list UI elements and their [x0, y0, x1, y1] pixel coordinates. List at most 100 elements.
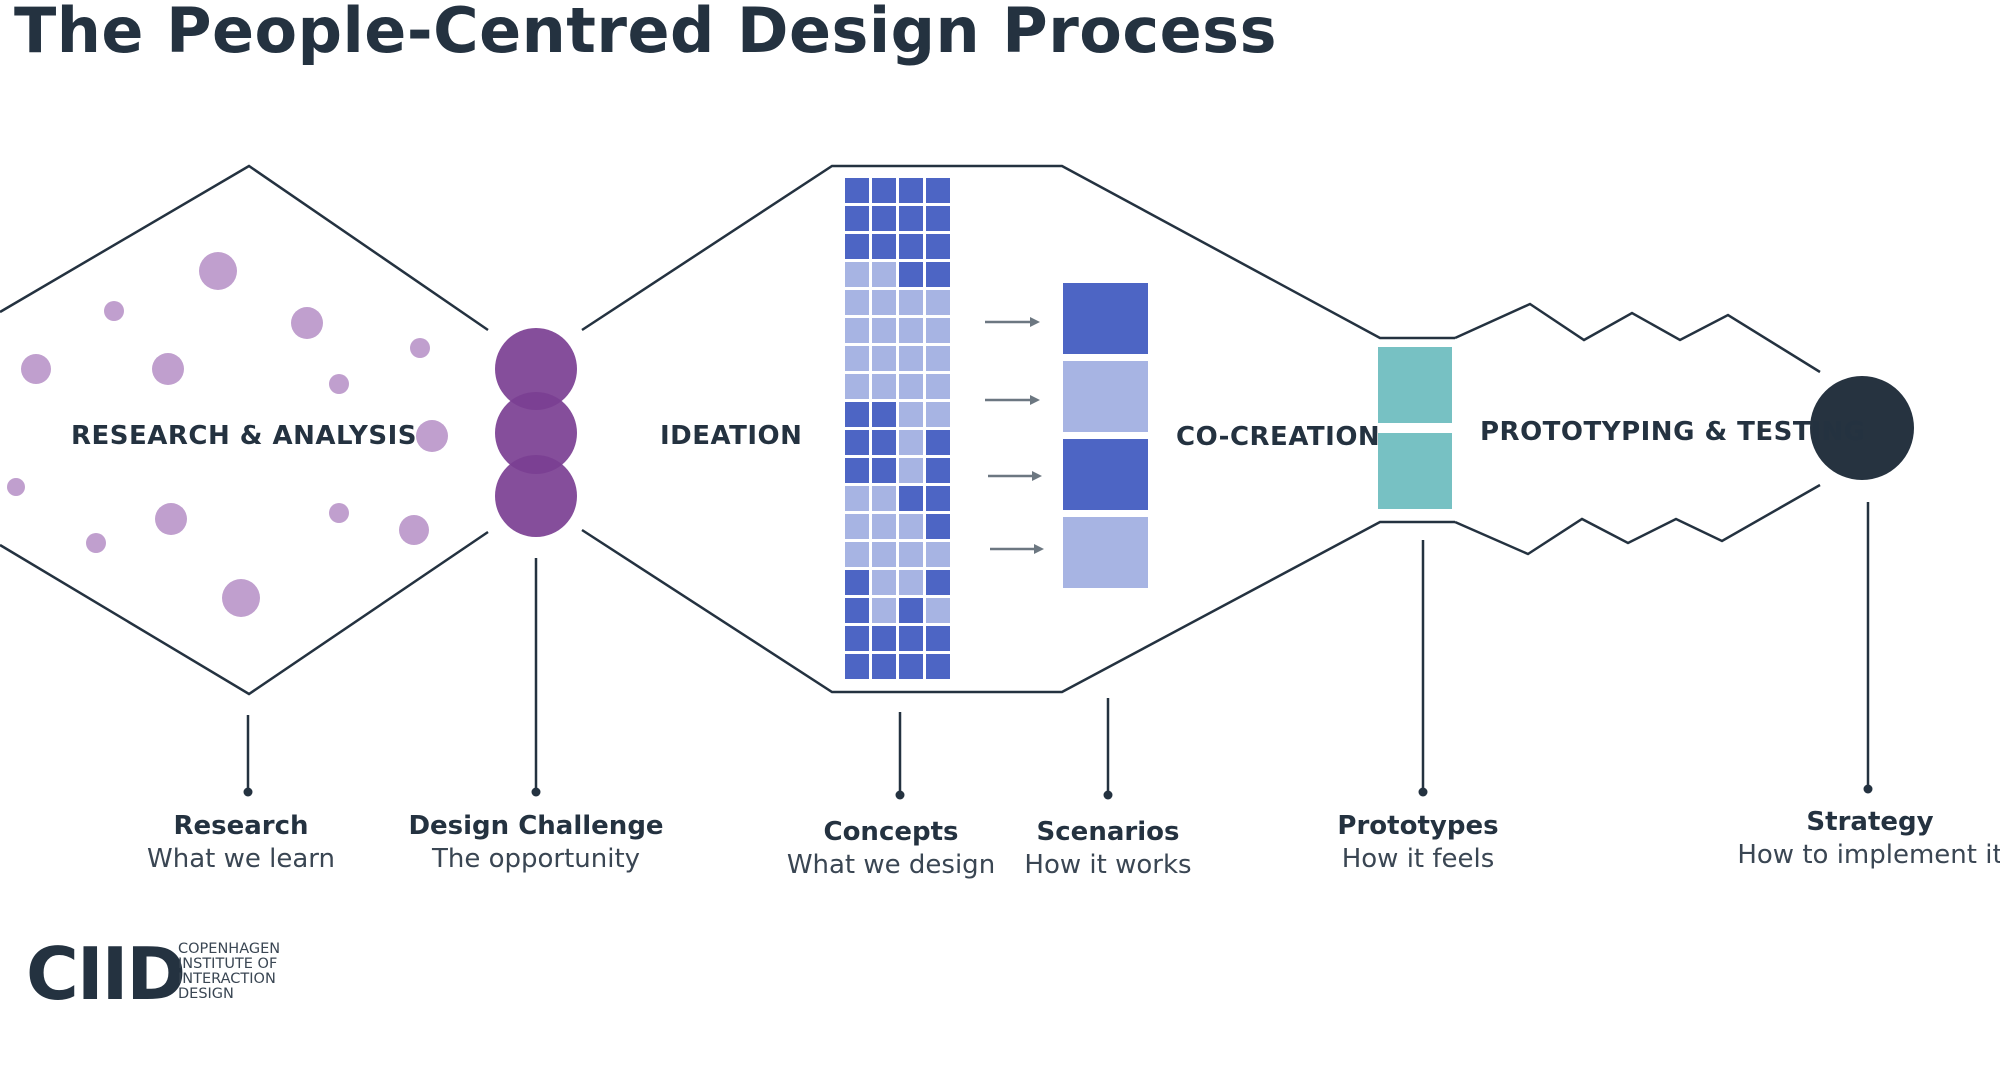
- connector-dot: [243, 787, 253, 797]
- concept-cell: [845, 542, 869, 567]
- concept-cell: [926, 318, 950, 343]
- concept-cell: [872, 430, 896, 455]
- concept-cell: [845, 402, 869, 427]
- concept-cell: [845, 598, 869, 623]
- challenge-circle-middle: [495, 392, 577, 474]
- connector-dot: [1863, 784, 1873, 794]
- design-challenge-circles: [495, 328, 577, 537]
- concept-cell: [899, 430, 923, 455]
- concept-cell: [926, 430, 950, 455]
- research-dot: [7, 478, 25, 496]
- arrow-icon: [985, 395, 1040, 405]
- concept-cell: [926, 206, 950, 231]
- concept-cell: [899, 514, 923, 539]
- research-diamond-outline-lower: [0, 530, 489, 696]
- concept-cell: [926, 626, 950, 651]
- ideation-outline-upper: [581, 164, 1455, 340]
- arrow-icon: [990, 544, 1044, 554]
- concept-cell: [899, 486, 923, 511]
- concept-cell: [872, 290, 896, 315]
- concept-cell: [926, 262, 950, 287]
- concept-cell: [899, 570, 923, 595]
- concept-cell: [872, 234, 896, 259]
- phase-label-cocreation: CO-CREATION: [1176, 422, 1380, 452]
- concept-cell: [899, 458, 923, 483]
- scenario-square-1: [1063, 283, 1148, 354]
- connector-dot: [531, 787, 541, 797]
- concept-cell: [899, 346, 923, 371]
- concept-cell: [845, 570, 869, 595]
- output-subtitle-strategy: How to implement it: [1737, 840, 2000, 870]
- concept-cell: [899, 374, 923, 399]
- research-dot: [410, 338, 430, 358]
- concept-cell: [926, 570, 950, 595]
- research-dots: [7, 252, 448, 617]
- concept-cell: [845, 486, 869, 511]
- research-dot: [399, 515, 429, 545]
- research-dot: [104, 301, 124, 321]
- ciid-logo: CIID COPENHAGEN INSTITUTE OF INTERACTION…: [26, 932, 280, 1016]
- concept-cell: [845, 178, 869, 203]
- concept-cell: [899, 654, 923, 679]
- concept-cell: [899, 178, 923, 203]
- output-subtitle-prototypes: How it feels: [1342, 844, 1495, 874]
- concept-cell: [899, 542, 923, 567]
- research-dot: [199, 252, 237, 290]
- concept-cell: [926, 598, 950, 623]
- connector-dot: [1418, 787, 1428, 797]
- scenario-square-4: [1063, 517, 1148, 588]
- output-title-design-challenge: Design Challenge: [408, 811, 663, 841]
- scenario-square-3: [1063, 439, 1148, 510]
- page-title: The People-Centred Design Process: [14, 0, 1277, 67]
- concept-cell: [872, 458, 896, 483]
- concept-cell: [926, 374, 950, 399]
- research-dot: [155, 503, 187, 535]
- phase-label-prototyping: PROTOTYPING & TESTING: [1480, 417, 1865, 447]
- concept-cell: [872, 402, 896, 427]
- logo-line-3: INTERACTION: [178, 971, 276, 987]
- concept-cell: [926, 542, 950, 567]
- research-dot: [329, 503, 349, 523]
- output-subtitle-design-challenge: The opportunity: [431, 844, 640, 874]
- logo-line-2: INSTITUTE OF: [178, 956, 277, 972]
- concept-cell: [845, 234, 869, 259]
- phase-label-ideation: IDEATION: [660, 421, 802, 451]
- concept-cell: [845, 318, 869, 343]
- output-title-prototypes: Prototypes: [1337, 811, 1498, 841]
- concept-cell: [899, 234, 923, 259]
- arrow-icon: [988, 471, 1042, 481]
- research-dot: [329, 374, 349, 394]
- connector-dot: [895, 790, 905, 800]
- concept-cell: [845, 262, 869, 287]
- concept-cell: [845, 626, 869, 651]
- concept-cell: [872, 178, 896, 203]
- strategy-circle: [1810, 376, 1914, 480]
- challenge-circle-top: [495, 328, 577, 410]
- concept-cell: [845, 430, 869, 455]
- scenario-square-2: [1063, 361, 1148, 432]
- concept-cell: [872, 654, 896, 679]
- scenario-squares: [1063, 283, 1148, 588]
- concept-cell: [872, 486, 896, 511]
- concept-cell: [872, 598, 896, 623]
- concept-cell: [872, 374, 896, 399]
- ideation-outline-lower: [581, 520, 1455, 694]
- output-subtitle-concepts: What we design: [787, 850, 995, 880]
- concept-cell: [872, 262, 896, 287]
- prototyping-zigzag-lower: [1454, 483, 1821, 556]
- concept-cell: [872, 206, 896, 231]
- prototype-block-top: [1378, 347, 1452, 423]
- concept-cell: [872, 626, 896, 651]
- concept-cell: [845, 290, 869, 315]
- output-title-research: Research: [173, 811, 308, 841]
- research-dot: [152, 353, 184, 385]
- challenge-circle-bottom: [495, 455, 577, 537]
- concept-cell: [899, 318, 923, 343]
- concept-cell: [899, 262, 923, 287]
- concept-cell: [899, 402, 923, 427]
- research-dot: [222, 579, 260, 617]
- concept-cell: [845, 374, 869, 399]
- concept-cell: [845, 458, 869, 483]
- research-diamond-outline: [0, 164, 489, 332]
